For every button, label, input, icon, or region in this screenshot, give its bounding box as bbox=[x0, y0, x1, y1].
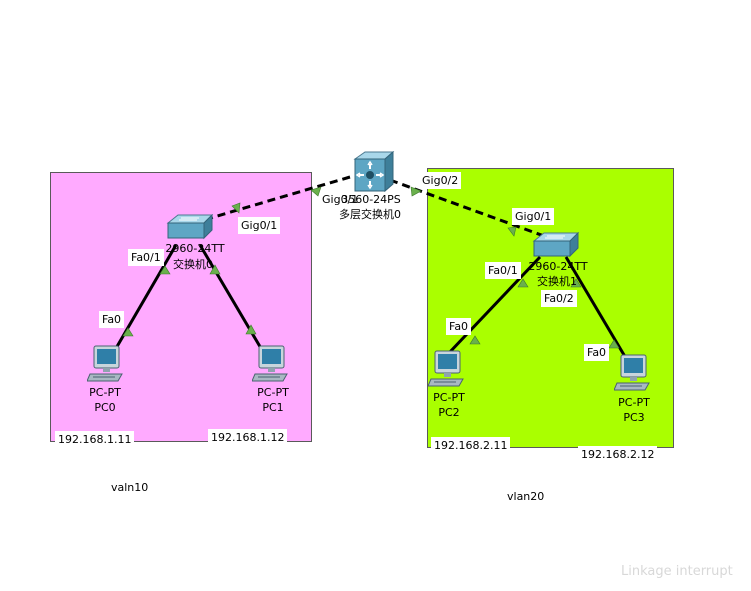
l3-model-label: 3560-24PS bbox=[331, 193, 411, 206]
port-up-indicator bbox=[469, 335, 481, 345]
switch0-model-label: 2960-24TT bbox=[165, 242, 225, 255]
ip-label-pc0: 192.168.1.11 bbox=[55, 431, 135, 448]
port-label-pc0-fa0: Fa0 bbox=[99, 311, 125, 328]
port-up-indicator bbox=[517, 278, 529, 288]
port-up-indicator bbox=[310, 186, 322, 197]
ip-label-pc2: 192.168.2.11 bbox=[431, 437, 511, 454]
pc2-model-label: PC-PT bbox=[433, 391, 465, 404]
trunk-link-l3-sw0[interactable] bbox=[189, 175, 351, 226]
pc1-device[interactable] bbox=[251, 344, 288, 384]
multilayer-switch-icon bbox=[353, 150, 395, 193]
vlan10-note[interactable]: valn10 bbox=[108, 479, 152, 496]
pc1-model-label: PC-PT bbox=[257, 386, 289, 399]
port-label-sw0-fa01: Fa0/1 bbox=[128, 249, 164, 266]
link-sw1-pc3[interactable] bbox=[564, 256, 629, 361]
pc-icon bbox=[613, 354, 650, 391]
switch0-name-label: 交换机0 bbox=[173, 258, 213, 271]
pc0-model-label: PC-PT bbox=[89, 386, 121, 399]
port-up-indicator bbox=[410, 186, 422, 197]
switch-icon bbox=[532, 231, 580, 258]
port-label-sw1-fa02: Fa0/2 bbox=[541, 290, 577, 307]
port-up-indicator bbox=[231, 202, 241, 214]
switch1-device[interactable] bbox=[532, 231, 580, 258]
watermark-text: Linkage interrupt bbox=[621, 564, 733, 579]
pc1-name-label: PC1 bbox=[262, 401, 284, 414]
switch-icon bbox=[166, 213, 214, 240]
port-up-indicator bbox=[608, 339, 620, 349]
port-label-l3-gig01: Gig0/1 bbox=[322, 193, 359, 206]
pc3-name-label: PC3 bbox=[623, 411, 645, 424]
link-sw1-pc2[interactable] bbox=[446, 255, 542, 356]
port-label-pc2-fa0: Fa0 bbox=[446, 318, 472, 335]
ip-label-pc1: 192.168.1.12 bbox=[208, 429, 288, 446]
switch0-device[interactable] bbox=[166, 213, 214, 240]
port-up-indicator bbox=[209, 264, 221, 275]
port-label-sw1-fa01: Fa0/1 bbox=[485, 262, 521, 279]
port-up-indicator bbox=[245, 324, 257, 335]
pc-icon bbox=[251, 345, 288, 382]
port-label-sw1-gig01: Gig0/1 bbox=[512, 208, 555, 225]
pc-icon bbox=[427, 350, 464, 387]
ip-label-pc3: 192.168.2.12 bbox=[578, 446, 658, 463]
pc0-name-label: PC0 bbox=[94, 401, 116, 414]
pc0-device[interactable] bbox=[86, 344, 123, 384]
switch1-model-label: 2960-24TT bbox=[528, 260, 588, 273]
port-label-l3-gig02: Gig0/2 bbox=[419, 172, 462, 189]
port-label-sw0-gig01: Gig0/1 bbox=[238, 217, 281, 234]
pc-icon bbox=[86, 345, 123, 382]
pc2-device[interactable] bbox=[427, 349, 464, 389]
pc3-model-label: PC-PT bbox=[618, 396, 650, 409]
vlan20-note[interactable]: vlan20 bbox=[504, 488, 548, 505]
port-label-pc3-fa0: Fa0 bbox=[584, 344, 610, 361]
pc3-device[interactable] bbox=[613, 353, 650, 393]
pc2-name-label: PC2 bbox=[438, 406, 460, 419]
switch1-name-label: 交换机1 bbox=[537, 275, 577, 288]
port-up-indicator bbox=[570, 278, 582, 288]
port-up-indicator bbox=[159, 265, 171, 275]
l3-name-label: 多层交换机0 bbox=[339, 208, 401, 221]
multilayer-switch-device[interactable] bbox=[351, 150, 395, 193]
port-up-indicator bbox=[507, 226, 517, 237]
port-up-indicator bbox=[122, 327, 134, 337]
